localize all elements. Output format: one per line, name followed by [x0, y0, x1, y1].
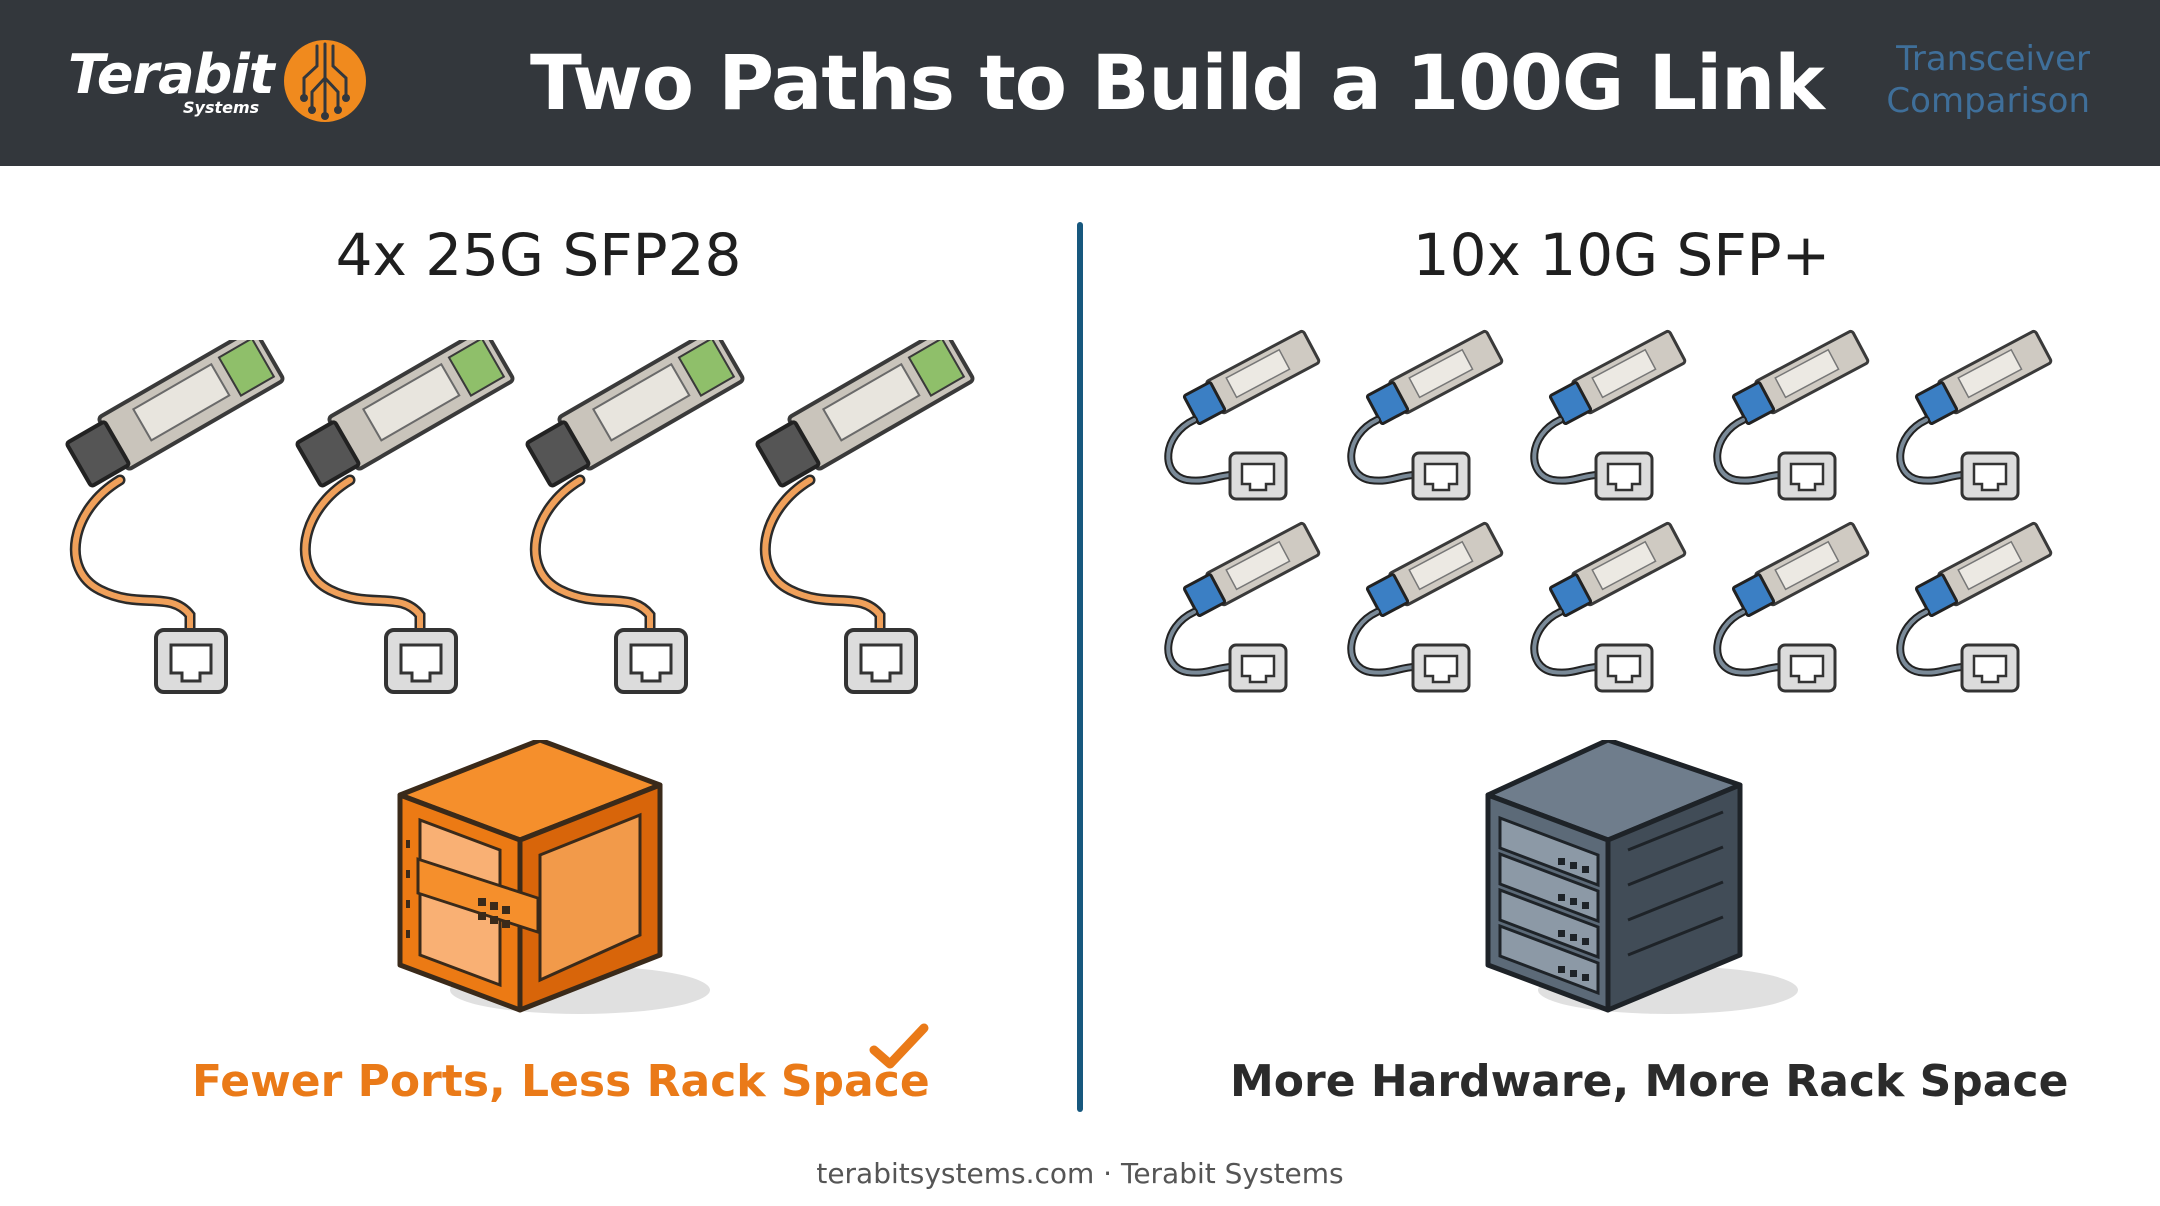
sfp-plus-module-icon [1896, 521, 2053, 693]
server-rack-icon [1485, 740, 1798, 1014]
left-column-title: 4x 25G SFP28 [335, 221, 742, 289]
page-title: Two Paths to Build a 100G Link [530, 38, 1825, 127]
sfp-plus-module-icon [1713, 521, 1870, 693]
sfp-plus-module-icon [1713, 329, 1870, 501]
header-tag-line2: Comparison [1886, 81, 2090, 121]
column-divider [1077, 222, 1083, 1112]
footer-text: terabitsystems.com · Terabit Systems [816, 1157, 1344, 1190]
logo-text: Terabit [68, 43, 275, 106]
sfp28-module-icon [65, 340, 285, 694]
terabit-logo-icon [284, 40, 366, 122]
sfp-plus-module-icon [1530, 521, 1687, 693]
checkmark-icon [869, 1023, 929, 1069]
header-bar: Terabit Systems Two Paths to Build a 100… [0, 0, 2160, 166]
open-rack-icon [397, 740, 710, 1014]
sfp-plus-module-icon [1164, 521, 1321, 693]
right-caption: More Hardware, More Rack Space [1230, 1056, 2069, 1107]
sfp-plus-module-icon [1347, 329, 1504, 501]
header-tag: Transceiver Comparison [1790, 38, 2090, 122]
sfp-plus-module-icon [1164, 329, 1321, 501]
header-tag-line1: Transceiver [1896, 39, 2090, 79]
left-caption: Fewer Ports, Less Rack Space [192, 1056, 930, 1107]
sfp-plus-module-icon [1530, 329, 1687, 501]
logo-subtext: Systems [183, 98, 260, 117]
sfp28-module-icon [295, 340, 515, 694]
right-column-title: 10x 10G SFP+ [1412, 221, 1831, 289]
sfp28-module-icon [755, 340, 975, 694]
sfp-plus-module-icon [1347, 521, 1504, 693]
sfp-plus-module-icon [1896, 329, 2053, 501]
sfp28-module-icon [525, 340, 745, 694]
